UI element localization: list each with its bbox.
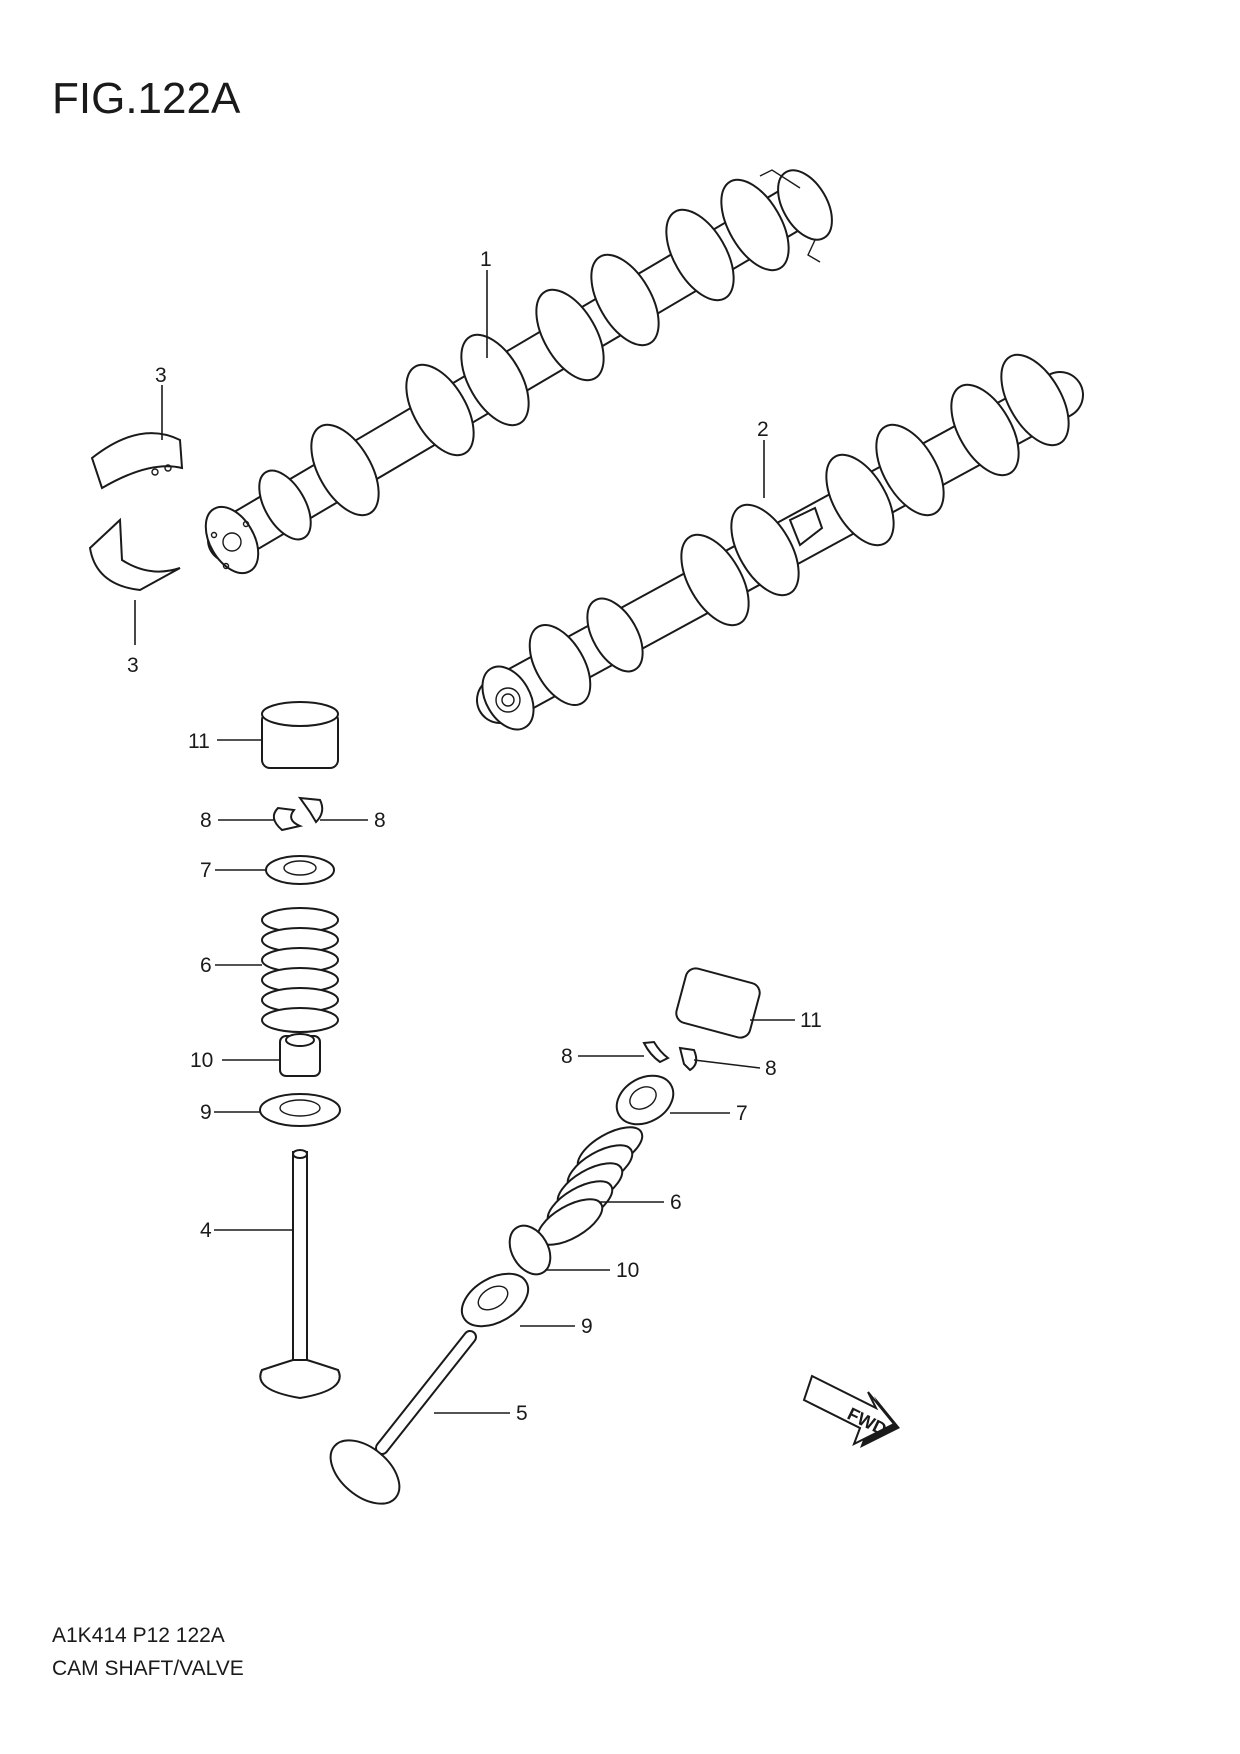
callout-9-left: 9 bbox=[200, 1101, 212, 1124]
callout-1: 1 bbox=[480, 248, 492, 271]
retainer-left bbox=[265, 855, 335, 885]
bearing-half-lower bbox=[88, 517, 181, 592]
callout-8-left-b: 8 bbox=[374, 809, 386, 832]
callout-9-right: 9 bbox=[581, 1315, 593, 1338]
spring-left bbox=[261, 907, 339, 1033]
camshaft-1 bbox=[204, 169, 833, 575]
callout-6-left: 6 bbox=[200, 954, 212, 977]
cotter-right bbox=[642, 1040, 698, 1072]
tappet-right bbox=[675, 967, 761, 1039]
callout-3-top: 3 bbox=[155, 364, 167, 387]
callout-10-right: 10 bbox=[616, 1259, 639, 1282]
stem-seal-right bbox=[508, 1224, 552, 1276]
callout-3-bottom: 3 bbox=[127, 654, 139, 677]
leader-lines bbox=[134, 270, 795, 1414]
bearing-half-upper bbox=[90, 432, 184, 490]
callout-5: 5 bbox=[516, 1402, 528, 1425]
callout-2: 2 bbox=[757, 418, 769, 441]
valve-right bbox=[329, 1330, 477, 1505]
retainer-right bbox=[615, 1074, 675, 1126]
stem-seal-left bbox=[279, 1033, 321, 1077]
spring-seat-right bbox=[460, 1272, 530, 1328]
callout-7-left: 7 bbox=[200, 859, 212, 882]
callout-11-left: 11 bbox=[188, 730, 210, 753]
valve-left bbox=[259, 1149, 341, 1400]
callout-4: 4 bbox=[200, 1219, 212, 1242]
callout-8-right-a: 8 bbox=[561, 1045, 573, 1068]
callout-8-left-a: 8 bbox=[200, 809, 212, 832]
callout-8-right-b: 8 bbox=[765, 1057, 777, 1080]
tappet-left bbox=[261, 701, 339, 769]
fwd-arrow-icon: FWD bbox=[802, 1374, 900, 1448]
callout-10-left: 10 bbox=[190, 1049, 213, 1072]
callout-11-right: 11 bbox=[800, 1009, 822, 1032]
spring-seat-left bbox=[259, 1093, 341, 1127]
camshaft-2 bbox=[476, 353, 1084, 731]
cotter-left bbox=[272, 796, 324, 832]
spring-right bbox=[536, 1126, 644, 1246]
figure-title: FIG.122A bbox=[52, 74, 241, 123]
figure-name: CAM SHAFT/VALVE bbox=[52, 1657, 244, 1680]
callout-6-right: 6 bbox=[670, 1191, 682, 1214]
callout-7-right: 7 bbox=[736, 1102, 748, 1125]
figure-code: A1K414 P12 122A bbox=[52, 1624, 225, 1647]
